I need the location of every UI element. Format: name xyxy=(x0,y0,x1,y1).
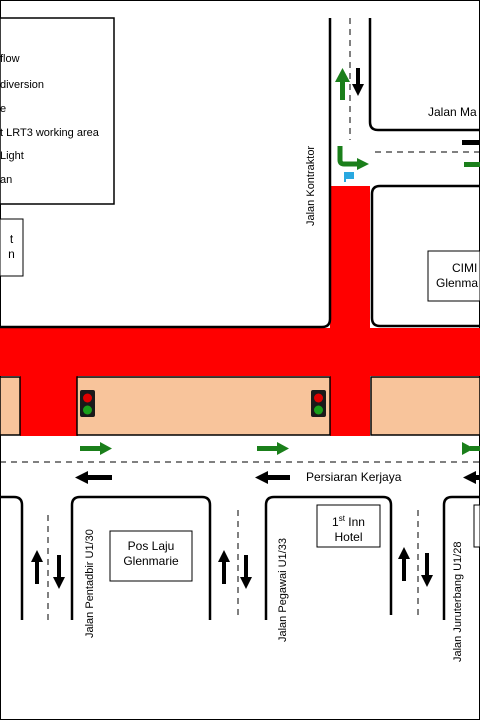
black-arrow-icon xyxy=(218,550,252,589)
legend-item-3: e xyxy=(0,103,7,115)
left-place-label: t n xyxy=(0,232,23,262)
black-arrow-icon xyxy=(75,471,112,484)
green-arrow-icon xyxy=(80,442,112,455)
cimb-line1: CIMI xyxy=(452,261,478,275)
legend-item-work-area: t LRT3 working area xyxy=(0,127,99,139)
legend-item-light: Light xyxy=(0,150,24,162)
black-arrow-icon xyxy=(398,547,433,587)
inn-label: 1st Inn Hotel xyxy=(317,511,380,545)
cimb-line2: Glenma xyxy=(436,276,479,290)
road-label-jalan-ma: Jalan Ma xyxy=(428,105,477,119)
median-left xyxy=(0,376,21,436)
work-area-junction xyxy=(330,186,370,436)
road-label-kontraktor: Jalan Kontraktor xyxy=(305,145,317,226)
cimb-label: CIMI Glenma xyxy=(430,261,480,291)
green-arrow-icon xyxy=(257,442,289,455)
right-edge-box xyxy=(473,504,480,548)
median-right xyxy=(370,376,480,436)
left-place-box xyxy=(0,218,24,277)
left-place-line1: t xyxy=(9,232,14,246)
road-label-kerjaya: Persiaran Kerjaya xyxy=(306,470,402,484)
work-area-left xyxy=(20,376,78,436)
inn-box xyxy=(316,504,381,548)
kerb-upper-right-b xyxy=(370,184,480,328)
flag-icon xyxy=(344,172,354,182)
pos-laju-line2: Glenmarie xyxy=(123,554,179,568)
green-arrow-icon xyxy=(462,442,480,455)
black-arrow-icon xyxy=(462,140,480,145)
legend-item-diversion: diversion xyxy=(0,79,45,91)
pos-laju-label: Pos Laju Glenmarie xyxy=(110,539,192,569)
inn-line2: Hotel xyxy=(334,530,363,544)
black-arrow-icon xyxy=(463,471,480,484)
legend-item-flow: flow xyxy=(0,53,20,65)
pos-laju-box xyxy=(109,530,193,582)
kerb-lower-3 xyxy=(264,495,393,620)
traffic-light-icon xyxy=(311,390,326,417)
green-arrow-icon xyxy=(357,158,369,170)
green-arrow-icon xyxy=(337,146,360,167)
kerb-upper-left xyxy=(0,18,332,329)
left-place-line2: n xyxy=(8,247,15,261)
traffic-light-icon xyxy=(80,390,95,417)
legend: flow diversion e t LRT3 working area Lig… xyxy=(0,18,114,204)
road-label-juruterbang: Jalan Juruterbang U1/28 xyxy=(452,541,464,662)
cimb-box xyxy=(427,250,480,302)
kerb-lower-4 xyxy=(442,495,480,620)
legend-box xyxy=(0,17,115,205)
green-arrow-icon xyxy=(335,68,350,100)
road-label-pentadbir: Jalan Pentadbir U1/30 xyxy=(84,529,96,638)
median-center xyxy=(76,376,331,436)
work-area-band xyxy=(0,328,480,376)
pos-laju-line1: Pos Laju xyxy=(127,539,175,553)
legend-item-6: an xyxy=(0,174,13,186)
green-arrow-icon xyxy=(464,162,480,167)
kerb-lower-1 xyxy=(0,495,24,620)
black-arrow-icon xyxy=(352,68,364,96)
black-arrow-icon xyxy=(31,550,65,589)
black-arrow-icon xyxy=(255,471,290,484)
road-label-pegawai: Jalan Pegawai U1/33 xyxy=(277,538,289,642)
kerb-lower-2 xyxy=(70,495,212,620)
inn-line1: 1st Inn xyxy=(332,514,365,529)
kerb-upper-right-a xyxy=(368,18,480,132)
